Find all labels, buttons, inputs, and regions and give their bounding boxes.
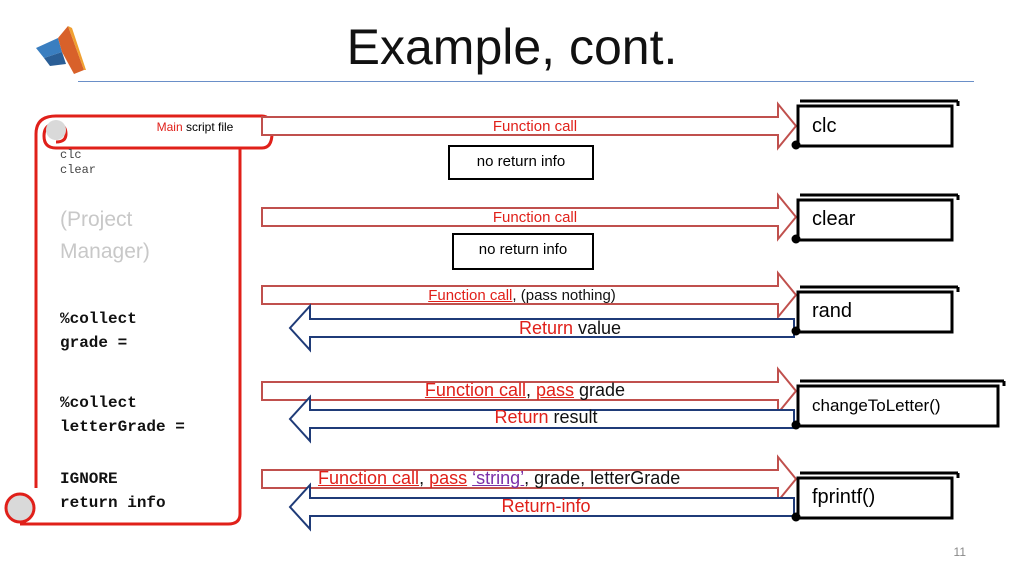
call-label-text: Function call: [318, 468, 420, 488]
function-name-clc: clc: [812, 115, 837, 137]
call-label-comma: ,: [419, 468, 430, 488]
function-box-clc: [791, 99, 960, 150]
return-label-red: Return: [518, 318, 573, 338]
return-label-red: Return: [494, 407, 549, 427]
return-arrow-changetoletter: [288, 394, 795, 444]
script-scroll: [4, 114, 274, 526]
title-divider: [78, 81, 974, 82]
function-name-changetoletter: changeToLetter(): [812, 396, 941, 415]
call-arrow-fprintf: [261, 454, 798, 504]
call-arrow-changetoletter: [261, 366, 798, 416]
no-return-box-clear: no return info: [452, 233, 594, 270]
return-label-fprintf: Return-info: [396, 496, 696, 517]
return-label-red: Return-info: [501, 496, 591, 516]
script-line-clc: clc: [60, 148, 82, 162]
project-manager-text: (Project Manager): [60, 204, 150, 268]
ignore-line2: return info: [60, 494, 166, 512]
project-manager-line2: Manager): [60, 240, 150, 263]
script-ignore: IGNORE return info: [60, 467, 166, 515]
function-box-rand: [791, 285, 960, 336]
function-name-rand: rand: [812, 300, 853, 322]
return-arrow-rand: [288, 303, 795, 353]
main-label-rest: script file: [182, 120, 234, 134]
call-label-text: Function call: [492, 118, 578, 135]
call-label-rest: grade: [574, 380, 626, 400]
call-label-rest: , grade, letterGrade: [524, 468, 681, 488]
call-arrow-rand: [261, 270, 798, 320]
call-label-fprintf: Function call, pass ‘string’, grade, let…: [318, 468, 738, 489]
call-label-text: Function call: [492, 209, 578, 226]
call-label-string: ‘string’: [472, 468, 525, 488]
return-label-changetoletter: Return result: [396, 407, 696, 428]
call-arrow-clc: [261, 101, 798, 151]
function-box-fprintf: [791, 471, 960, 522]
function-name-fprintf: fprintf(): [812, 486, 876, 508]
call-label-rand: Function call, (pass nothing): [372, 287, 672, 304]
main-label-red: Main: [156, 120, 183, 134]
page-number: 11: [953, 545, 966, 559]
call-label-pass: pass: [429, 468, 468, 488]
return-label-rest: value: [572, 318, 622, 338]
call-label-pass: pass: [536, 380, 575, 400]
call-label-comma: ,: [525, 380, 536, 400]
collect-grade-line1: %collect: [60, 310, 137, 328]
script-line-clear: clear: [60, 163, 97, 177]
script-collect-grade: %collect grade =: [60, 307, 137, 355]
call-label-text: Function call: [428, 287, 513, 304]
call-label-clear: Function call: [380, 209, 690, 226]
function-box-clear: [791, 193, 960, 244]
call-label-changetoletter: Function call, pass grade: [370, 380, 680, 401]
call-label-suffix: , (pass nothing): [512, 287, 616, 304]
script-collect-letter: %collect letterGrade =: [60, 391, 185, 439]
project-manager-line1: (Project: [60, 208, 133, 231]
return-label-rand: Return value: [420, 318, 720, 339]
script-clc-clear: clc clear: [60, 148, 96, 178]
call-label-clc: Function call: [380, 118, 690, 135]
ignore-line1: IGNORE: [60, 470, 118, 488]
collect-grade-line2: grade =: [60, 334, 128, 352]
call-label-text: Function call: [424, 380, 526, 400]
function-name-clear: clear: [812, 208, 856, 230]
function-box-changetoletter: [791, 379, 1006, 430]
collect-letter-line2: letterGrade =: [60, 418, 185, 436]
call-arrow-clear: [261, 192, 798, 242]
collect-letter-line1: %collect: [60, 394, 137, 412]
no-return-box-clc: no return info: [448, 145, 594, 180]
return-arrow-fprintf: [288, 482, 795, 532]
main-script-label: Main script file: [130, 120, 260, 134]
matlab-logo-icon: [36, 26, 86, 74]
return-label-rest: result: [548, 407, 598, 427]
slide-title: Example, cont.: [346, 19, 678, 75]
